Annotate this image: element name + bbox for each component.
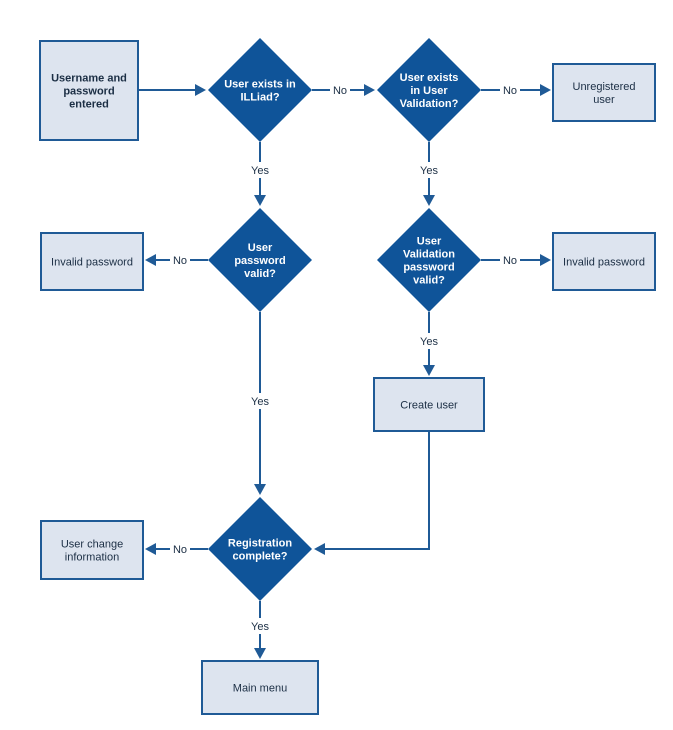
edge-label-bg — [415, 162, 443, 178]
user-change-information-box-text-line-1: User change — [61, 539, 123, 551]
unregistered-user-box-shape — [552, 63, 656, 122]
edge-label-yes: Yes — [251, 165, 269, 177]
arrowhead — [145, 254, 156, 266]
user-change-information-box-text-line-2: information — [65, 552, 119, 564]
invalid-password-box-left-text-line-1: Invalid password — [51, 257, 133, 269]
create-user-box: Create user — [373, 377, 485, 432]
user-exists-validation-decision-text-line-3: Validation? — [400, 98, 459, 110]
registration-complete-decision-shape — [208, 497, 312, 601]
user-exists-illiad-decision-text-line-1: User exists in — [224, 79, 296, 91]
user-exists-validation-decision-shape — [377, 38, 481, 142]
edge-label-bg — [330, 82, 350, 98]
invalid-password-box-right: Invalid password — [552, 232, 656, 291]
arrowhead — [364, 84, 375, 96]
invalid-password-box-right-shape — [552, 232, 656, 291]
registration-complete-decision-text-line-2: complete? — [232, 551, 287, 563]
arrowhead — [145, 543, 156, 555]
connector-e-validation-no: No — [481, 82, 551, 98]
arrowhead — [195, 84, 206, 96]
arrowhead — [314, 543, 325, 555]
validation-password-valid-decision-text-line-3: password — [403, 262, 454, 274]
connector-e-illiad-yes: Yes — [246, 142, 274, 206]
validation-password-valid-decision-text-line-2: Validation — [403, 249, 455, 261]
invalid-password-box-left-shape — [40, 232, 144, 291]
user-exists-illiad-decision-shape — [208, 38, 312, 142]
edge-label-yes: Yes — [251, 621, 269, 633]
user-password-valid-decision-shape — [208, 208, 312, 312]
edge-label-bg — [246, 618, 274, 634]
edge-label-yes: Yes — [420, 165, 438, 177]
edge-label-no: No — [173, 544, 187, 556]
validation-password-valid-decision-shape — [377, 208, 481, 312]
create-user-box-shape — [373, 377, 485, 432]
connector-e-pw-no: No — [145, 252, 208, 268]
main-menu-box: Main menu — [201, 660, 319, 715]
edge-label-bg — [415, 333, 443, 349]
start-box-text-line-2: password — [63, 86, 114, 98]
edge-label-no: No — [333, 85, 347, 97]
edge-label-bg — [170, 252, 190, 268]
user-password-valid-decision-text-line-3: valid? — [244, 268, 276, 280]
start-box-text-line-3: entered — [69, 99, 109, 111]
user-password-valid-decision-text-line-2: password — [234, 255, 285, 267]
validation-password-valid-decision-text-line-4: valid? — [413, 275, 445, 287]
connector-e-start-illiad — [138, 84, 206, 96]
user-exists-validation-decision-text-line-2: in User — [410, 85, 448, 97]
edge-label-bg — [246, 393, 274, 409]
user-password-valid-decision-text-line-1: User — [248, 242, 273, 254]
edge-label-no: No — [173, 255, 187, 267]
edge-label-bg — [500, 252, 520, 268]
edge-label-no: No — [503, 255, 517, 267]
edge-label-yes: Yes — [251, 396, 269, 408]
connector-e-reg-yes: Yes — [246, 601, 274, 659]
invalid-password-box-right-text-line-1: Invalid password — [563, 257, 645, 269]
unregistered-user-box-text-line-1: Unregistered — [573, 81, 636, 93]
edge-label-yes: Yes — [420, 336, 438, 348]
arrowhead — [423, 365, 435, 376]
connector-e-create-reg — [314, 431, 430, 555]
arrowhead — [423, 195, 435, 206]
arrowhead — [540, 254, 551, 266]
arrowhead — [254, 195, 266, 206]
start-box-shape — [39, 40, 139, 141]
arrowhead — [540, 84, 551, 96]
edge-label-bg — [500, 82, 520, 98]
connector-e-validation-yes: Yes — [415, 142, 443, 206]
create-user-box-text-line-1: Create user — [400, 400, 458, 412]
invalid-password-box-left: Invalid password — [40, 232, 144, 291]
edge-label-bg — [170, 541, 190, 557]
user-exists-illiad-decision-text-line-2: ILLiad? — [240, 92, 279, 104]
connector-e-vpw-yes: Yes — [415, 312, 443, 376]
edge-label-bg — [246, 162, 274, 178]
connector-e-illiad-no: No — [312, 82, 375, 98]
edge-label-no: No — [503, 85, 517, 97]
start-box-text-line-1: Username and — [51, 73, 127, 85]
connector-e-reg-no: No — [145, 541, 208, 557]
main-menu-box-text-line-1: Main menu — [233, 683, 287, 695]
user-exists-validation-decision-text-line-1: User exists — [400, 72, 459, 84]
user-change-information-box-shape — [40, 520, 144, 580]
connector-e-vpw-no: No — [481, 252, 551, 268]
arrowhead — [254, 484, 266, 495]
unregistered-user-box-text-line-2: user — [593, 94, 615, 106]
main-menu-box-shape — [201, 660, 319, 715]
registration-complete-decision-text-line-1: Registration — [228, 538, 292, 550]
arrowhead — [254, 648, 266, 659]
connector-e-pw-yes: Yes — [246, 312, 274, 495]
connector-line — [325, 431, 430, 550]
validation-password-valid-decision-text-line-1: User — [417, 236, 442, 248]
